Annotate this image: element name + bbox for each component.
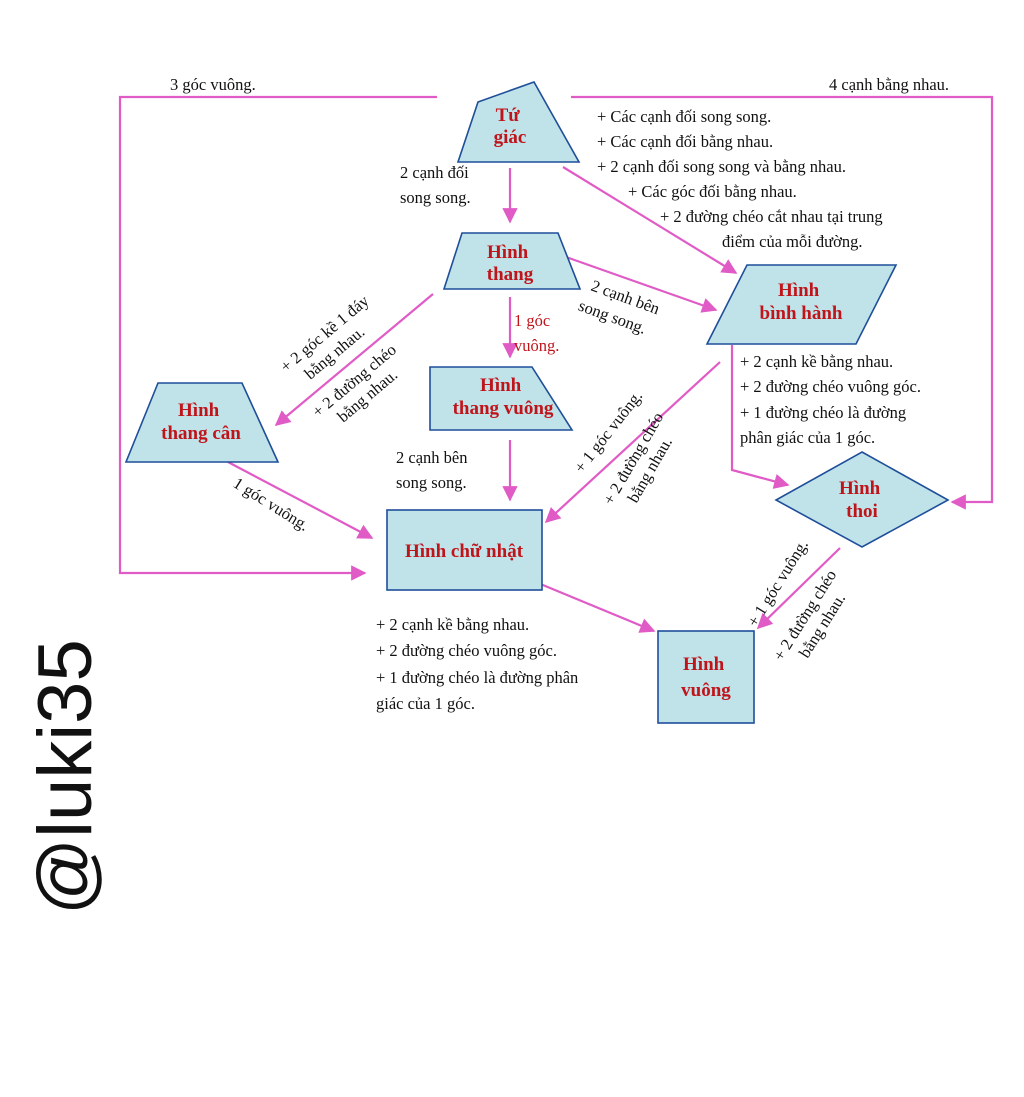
arrow-binhhanh-to-thoi [730,345,790,489]
arrow-thangcan-to-chunhat [227,461,374,539]
label-hinh-thang-vuong: Hình thang vuông [453,375,554,419]
shape-tu-giac [456,81,581,163]
arrow-thang-to-binhhanh [565,255,718,313]
cond-binhhanh-to-thoi: + 2 cạnh kề bằng nhau. + 2 đường chéo vu… [740,352,925,447]
cond-thangvuong-to-chunhat: 2 cạnh bên song song. [396,448,472,492]
shape-hinh-thoi [774,451,950,548]
shape-hinh-vuong [657,630,755,724]
label-hinh-thang: Hình thang [487,242,534,285]
arrow-thang-to-thangcan [274,293,434,426]
shape-hinh-binh-hanh [705,264,898,345]
condition-labels: 3 góc vuông. 4 cạnh bằng nhau. 2 cạnh đố… [170,75,949,713]
shape-hinh-chu-nhat [386,509,543,591]
cond-chunhat-to-vuong: + 2 cạnh kề bằng nhau. + 2 đường chéo vu… [376,615,582,713]
shape-hinh-thang-can [124,382,280,463]
arrow-tugiac-to-binhhanh [562,166,738,274]
arrow-chunhat-to-vuong [537,581,656,633]
connectors [118,95,994,633]
shape-labels: Tứ giác Hình thang Hình bình hành Hình t… [161,105,885,701]
label-hinh-thoi: Hình thoi [839,478,885,522]
arrow-thoi-to-vuong [756,547,841,630]
label-hinh-binh-hanh: Hình bình hành [760,280,843,324]
cond-thang-to-thangvuong: 1 góc vuông. [514,311,559,355]
arrow-tugiac-to-thoi [571,95,994,510]
watermark-username: @luki35 [23,639,108,915]
cond-bon-canh-bang-nhau: 4 cạnh bằng nhau. [829,75,949,94]
shapes [124,81,950,724]
label-tu-giac: Tứ giác [494,105,527,148]
cond-tugiac-to-binhhanh: + Các cạnh đối song song. + Các cạnh đối… [597,107,887,251]
cond-thang-to-binhhanh: 2 cạnh bên song song. [576,274,666,341]
shape-hinh-thang-vuong [429,366,574,431]
label-hinh-vuong: Hình vuông [681,654,731,701]
label-hinh-thang-can: Hình thang cân [161,400,241,444]
cond-ba-goc-vuong: 3 góc vuông. [170,75,256,94]
arrow-tugiac-to-chunhat [118,95,437,581]
arrow-binhhanh-to-chunhat [544,361,721,524]
cond-thangcan-to-chunhat: 1 góc vuông. [230,473,313,535]
shape-hinh-thang [442,232,582,290]
label-hinh-chu-nhat: Hình chữ nhật [405,541,524,562]
cond-tugiac-to-thang: 2 cạnh đối song song. [400,163,473,207]
